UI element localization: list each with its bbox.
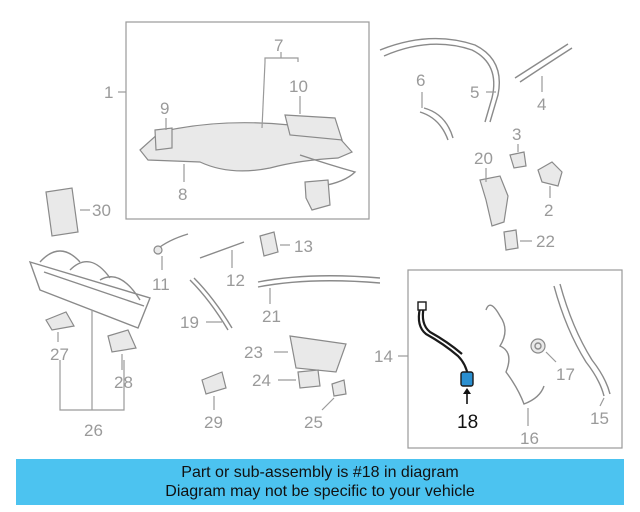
label-7: 7: [274, 36, 283, 55]
trim-panel-23: [289, 335, 347, 373]
rear-window: [284, 114, 343, 141]
label-18: 18: [457, 412, 478, 433]
label-26: 26: [84, 421, 103, 440]
connector-18: [460, 371, 474, 387]
seal-15: [553, 285, 605, 397]
wire-harness-18: [417, 307, 470, 377]
label-21: 21: [262, 307, 281, 326]
parts-diagram: 1 7 10 9 8 5 4 6 3 2 20 22: [28, 21, 623, 449]
bracket-24: [297, 369, 321, 389]
cover-30: [45, 187, 79, 237]
seal-19: [189, 279, 229, 331]
seal-6: [419, 111, 449, 141]
assembly-box-1: [125, 21, 370, 220]
label-17: 17: [556, 365, 575, 384]
clip-25: [331, 379, 347, 397]
label-19: 19: [180, 313, 199, 332]
label-3: 3: [512, 125, 521, 144]
info-banner: Part or sub-assembly is #18 in diagram D…: [16, 459, 624, 505]
label-4: 4: [537, 95, 546, 114]
roof-seal-5: [379, 37, 500, 123]
bracket-2: [537, 161, 563, 187]
label-14: 14: [374, 347, 393, 366]
actuator-20: [479, 175, 509, 227]
label-10: 10: [289, 77, 308, 96]
top-assembly-group: 1 7 10 9 8: [104, 21, 370, 220]
label-28: 28: [114, 373, 133, 392]
latch-bracket-9: [154, 127, 173, 151]
bracket-13: [259, 231, 279, 257]
label-13: 13: [294, 237, 313, 256]
label-27: 27: [50, 345, 69, 364]
clip-22: [503, 229, 519, 251]
label-15: 15: [590, 409, 609, 428]
label-8: 8: [178, 185, 187, 204]
wire-harness-16: [485, 304, 545, 405]
label-16: 16: [520, 429, 539, 448]
label-24: 24: [252, 371, 271, 390]
clip-3: [509, 151, 527, 169]
harness-assembly-group: 14 18 16 17 15: [374, 269, 623, 449]
banner-line-2: Diagram may not be specific to your vehi…: [165, 483, 475, 500]
seal-4: [514, 43, 569, 79]
label-11: 11: [152, 275, 170, 294]
label-2: 2: [544, 201, 553, 220]
label-30: 30: [92, 201, 111, 220]
label-22: 22: [536, 232, 555, 251]
wind-deflector-26: [28, 250, 151, 329]
bracket-27: [45, 311, 75, 331]
hinge-mechanism: [304, 179, 331, 211]
label-9: 9: [160, 99, 169, 118]
assembly-box-14: [407, 269, 623, 449]
bracket-28: [107, 329, 137, 353]
seal-21: [257, 275, 381, 283]
banner-line-1: Part or sub-assembly is #18 in diagram: [181, 464, 459, 481]
label-20: 20: [474, 149, 493, 168]
handle-29: [201, 371, 227, 395]
label-29: 29: [204, 413, 223, 432]
rod-12: [199, 241, 245, 259]
label-12: 12: [226, 271, 245, 290]
label-6: 6: [416, 71, 425, 90]
label-25: 25: [304, 413, 323, 432]
grommet-17: [530, 338, 546, 354]
label-1: 1: [104, 83, 113, 102]
label-5: 5: [470, 83, 479, 102]
label-23: 23: [244, 343, 263, 362]
